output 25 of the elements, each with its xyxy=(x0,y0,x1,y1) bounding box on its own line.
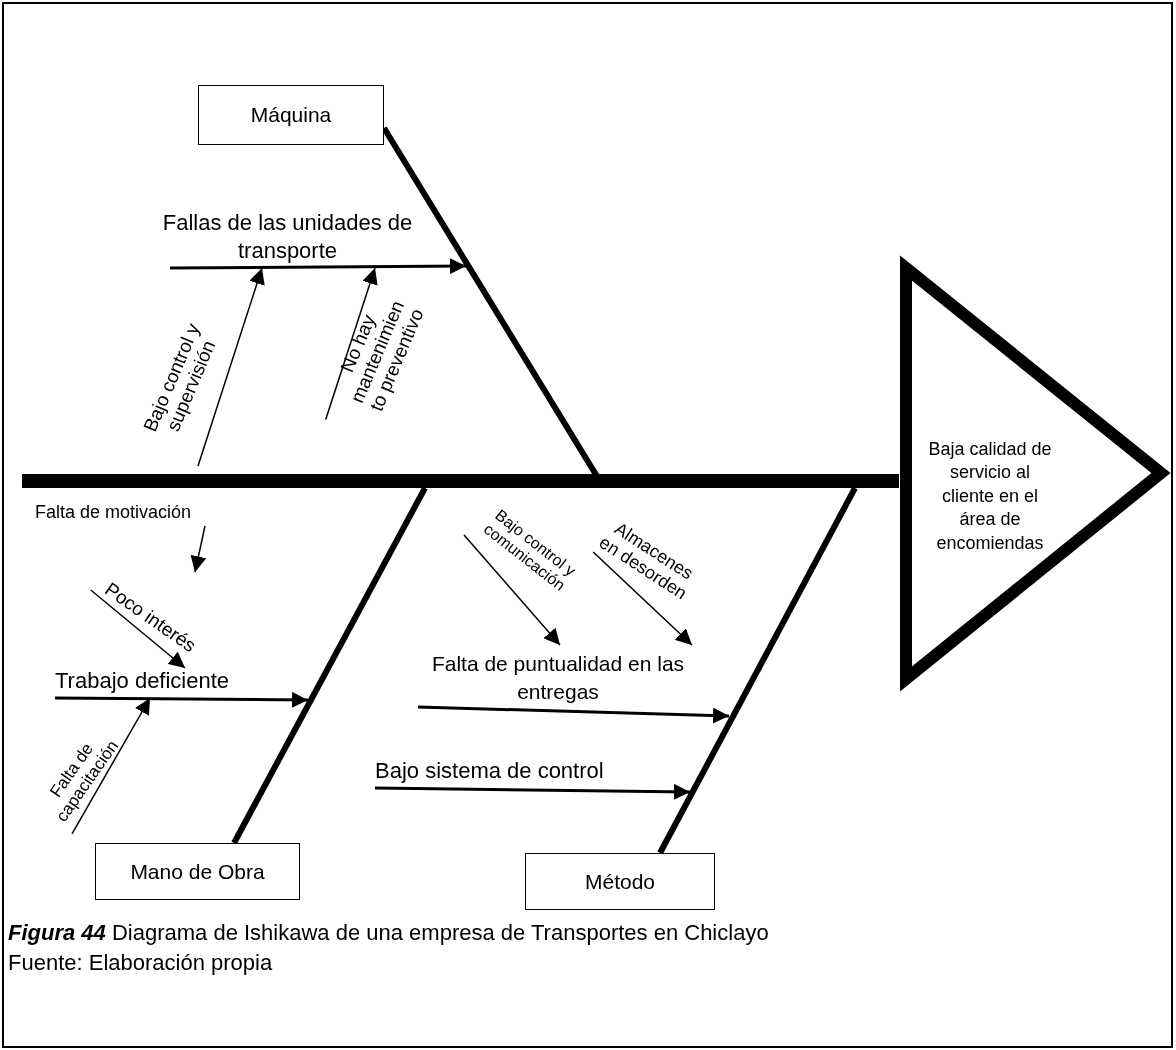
arrow xyxy=(324,267,378,421)
bone-line xyxy=(231,486,428,845)
arrow xyxy=(190,525,207,573)
figure-caption: Figura 44 Diagrama de Ishikawa de una empresa de Transportes en Chiclayo xyxy=(8,919,770,947)
category-box: Máquina xyxy=(198,85,384,145)
arrow xyxy=(375,783,690,800)
arrow xyxy=(55,691,308,708)
arrow xyxy=(90,589,186,669)
bone-line xyxy=(657,486,858,855)
category-box: Mano de Obra xyxy=(95,843,300,900)
source-note: Fuente: Elaboración propia xyxy=(8,948,274,977)
cause-label: Trabajo deficiente xyxy=(55,668,305,698)
arrow xyxy=(197,267,265,467)
cause-label: Bajo sistema de control xyxy=(375,752,695,788)
arrow xyxy=(71,697,151,835)
cause-label: Fallas de las unidades de transporte xyxy=(115,190,460,268)
spine-line xyxy=(22,474,899,488)
cause-label: Falta de motivación xyxy=(35,498,305,526)
category-box: Método xyxy=(525,853,715,910)
effect-label: Baja calidad de servicio al cliente en el área de encomiendas xyxy=(927,438,1053,555)
arrow xyxy=(463,534,561,646)
arrow xyxy=(592,551,693,646)
arrow xyxy=(417,705,730,724)
arrow xyxy=(170,258,466,275)
cause-label: Falta de puntualidad en las entregas xyxy=(418,645,698,707)
